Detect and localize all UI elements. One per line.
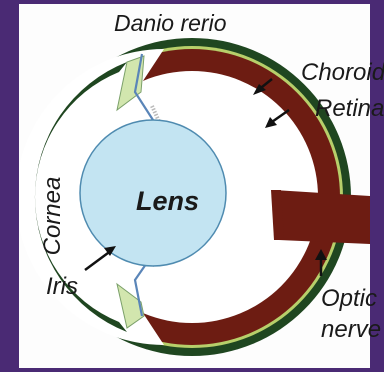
iris-label: Iris: [46, 275, 78, 299]
diagram-panel: Danio rerio Choroid Retina Lens Cornea I…: [19, 4, 370, 368]
choroid-label: Choroid: [301, 61, 384, 85]
nerve-label: nerve: [321, 318, 381, 342]
lens-label: Lens: [136, 188, 199, 215]
species-title: Danio rerio: [114, 12, 227, 35]
cornea-label: Cornea: [41, 177, 65, 256]
optic-label: Optic: [321, 287, 377, 311]
optic-nerve-shape: [274, 190, 370, 244]
retina-label: Retina: [315, 97, 384, 121]
